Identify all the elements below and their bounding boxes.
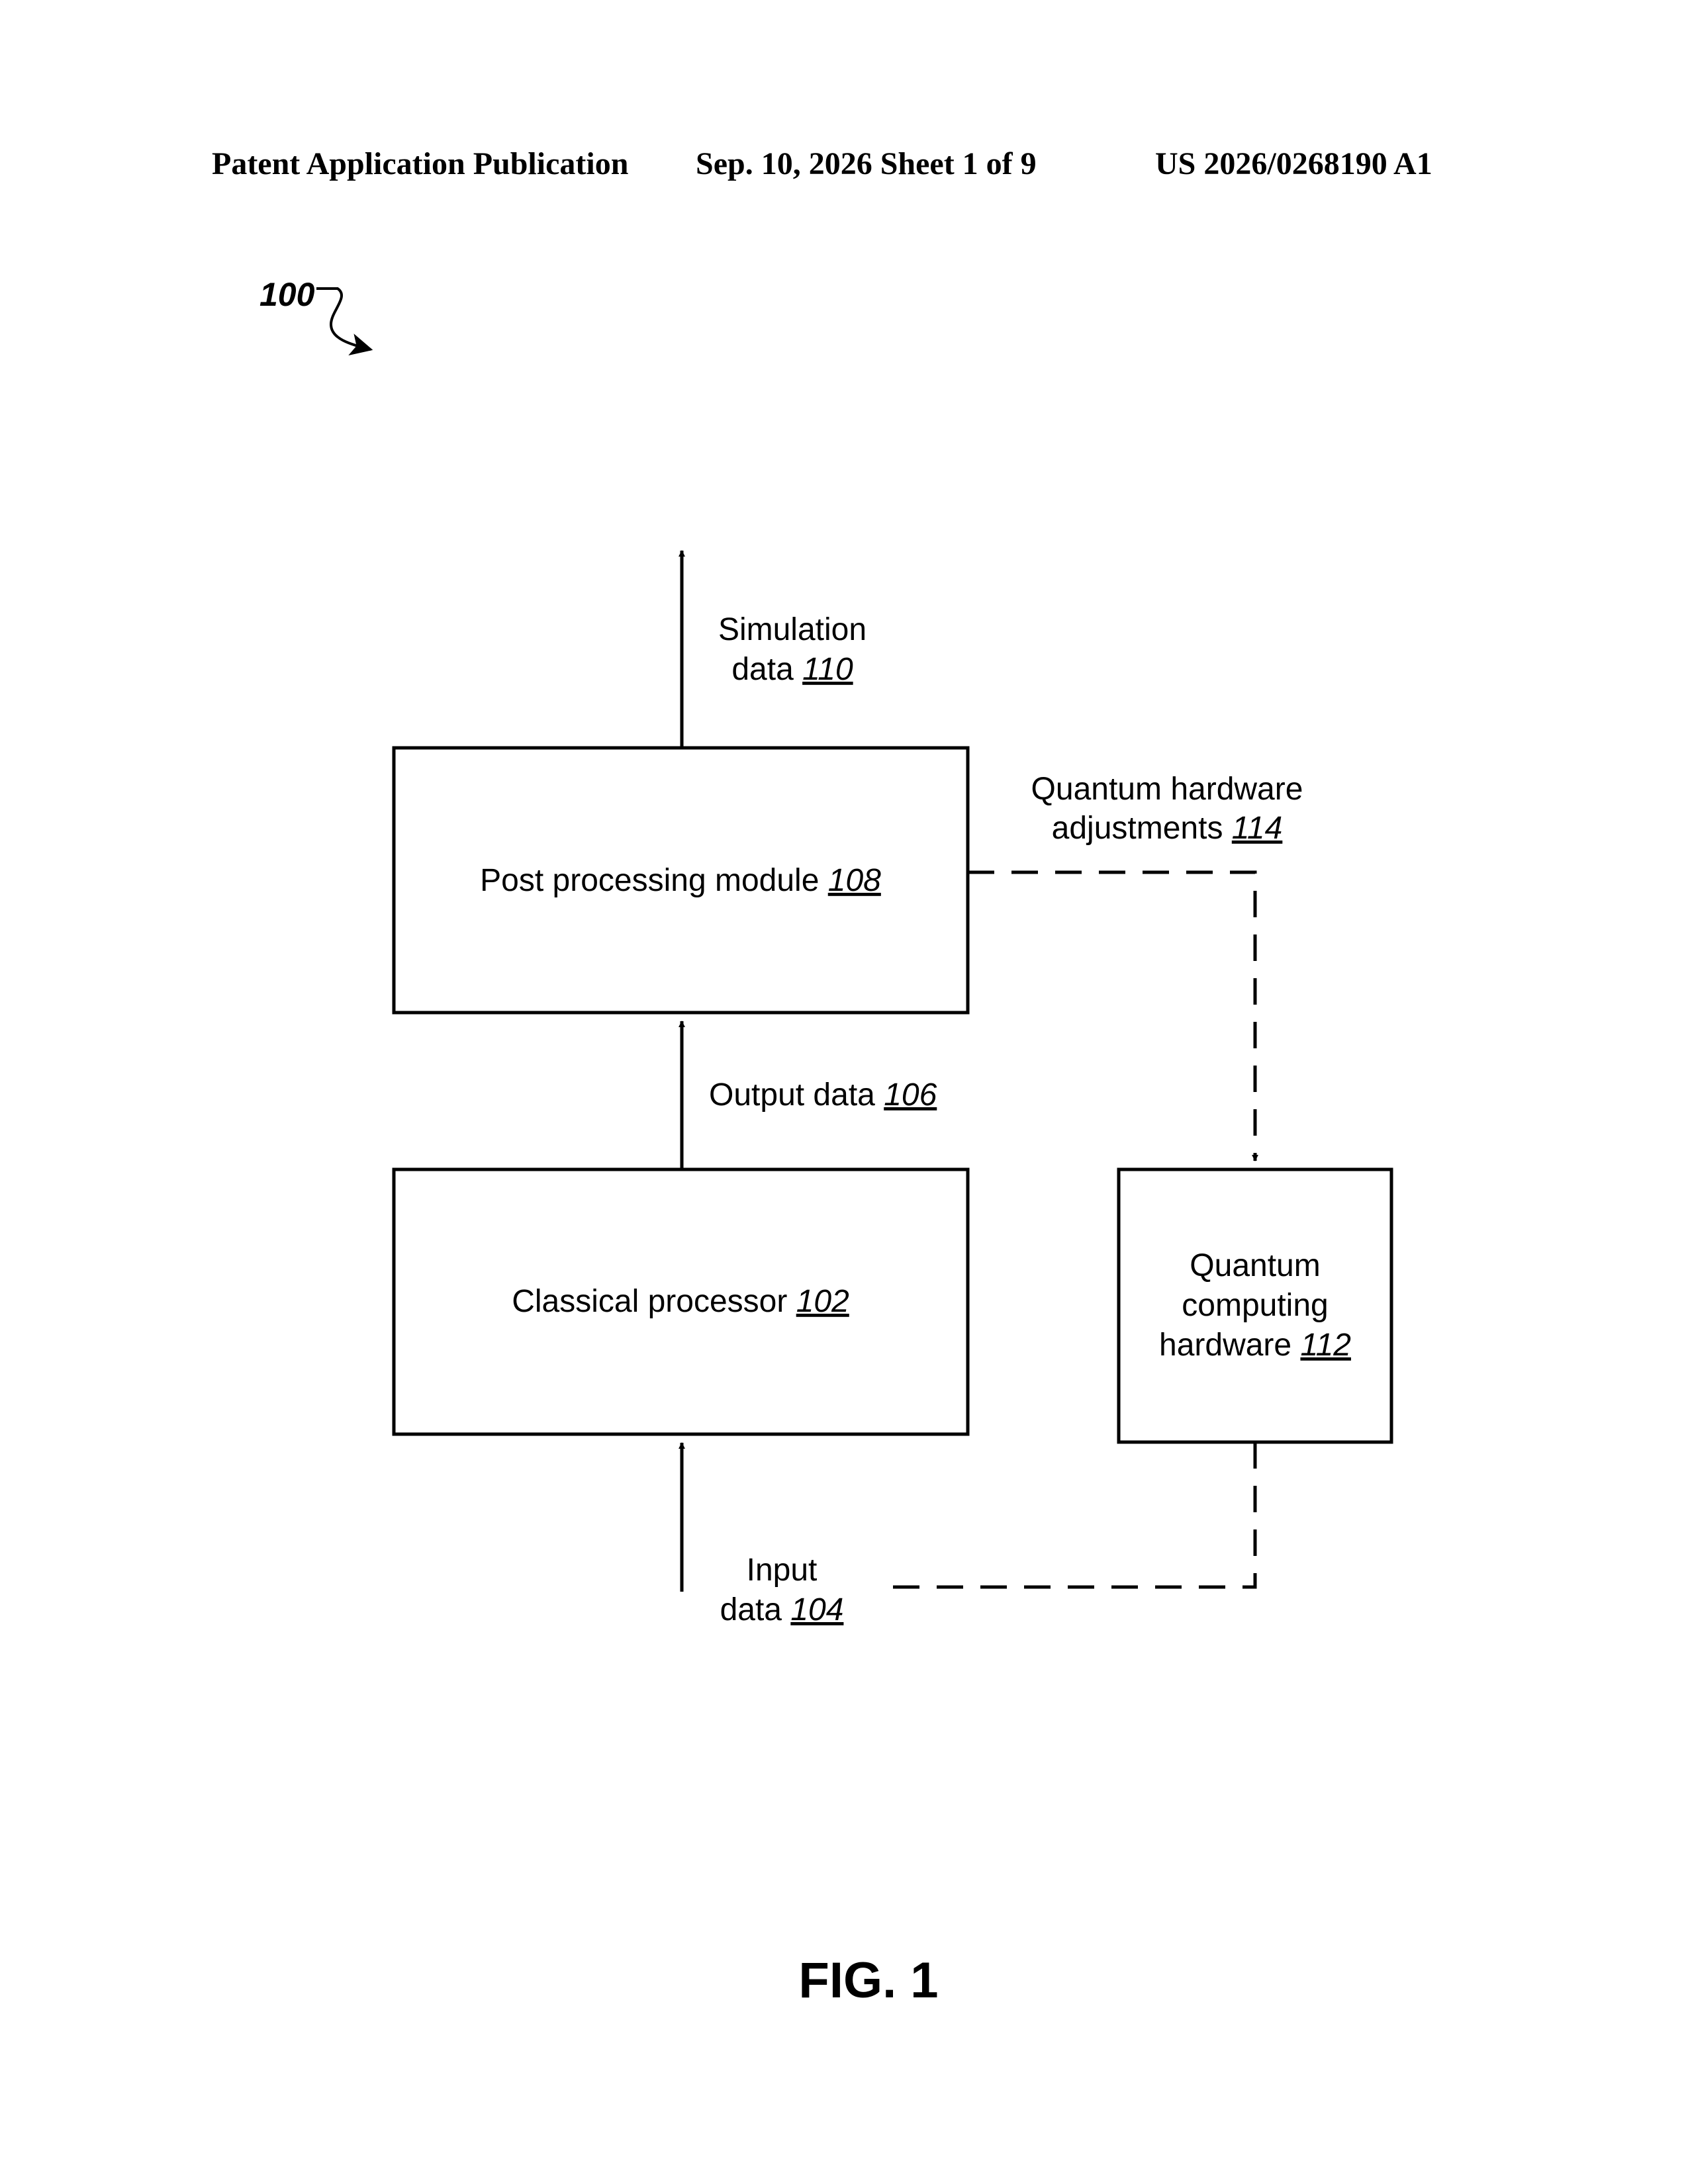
quantum-hardware-adjustments-ref: 114 <box>1232 811 1283 846</box>
figure-reference-number: 100 <box>259 276 315 313</box>
input-data-label-line2: data 104 <box>720 1592 844 1627</box>
quantum-hardware-to-input-connector <box>877 1442 1255 1587</box>
post-processing-module-ref: 108 <box>828 863 881 898</box>
figure-reference-arrow <box>316 289 371 349</box>
quantum-hardware-ref: 112 <box>1300 1328 1351 1363</box>
quantum-hardware-adjustments-label-line1: Quantum hardware <box>1031 772 1303 807</box>
input-data-label-line1: Input <box>747 1553 818 1588</box>
figure-label: FIG. 1 <box>798 1952 938 2009</box>
quantum-hardware-label-line2: computing <box>1182 1288 1328 1323</box>
simulation-data-label-line2: data 110 <box>731 652 853 687</box>
output-data-label: Output data 106 <box>709 1077 937 1113</box>
classical-processor-label: Classical processor 102 <box>512 1284 849 1319</box>
quantum-hardware-label-line3: hardware 112 <box>1159 1328 1351 1363</box>
output-data-ref: 106 <box>884 1077 937 1113</box>
quantum-hardware-adjustments-label-line2: adjustments 114 <box>1052 811 1283 846</box>
classical-processor-ref: 102 <box>796 1284 849 1319</box>
simulation-data-ref: 110 <box>802 652 853 687</box>
post-processing-module-label: Post processing module 108 <box>480 863 881 898</box>
quantum-hardware-adjustments-connector <box>968 872 1255 1161</box>
simulation-data-label-line1: Simulation <box>718 612 867 647</box>
quantum-hardware-label-line1: Quantum <box>1190 1248 1320 1283</box>
input-data-ref: 104 <box>790 1592 843 1627</box>
